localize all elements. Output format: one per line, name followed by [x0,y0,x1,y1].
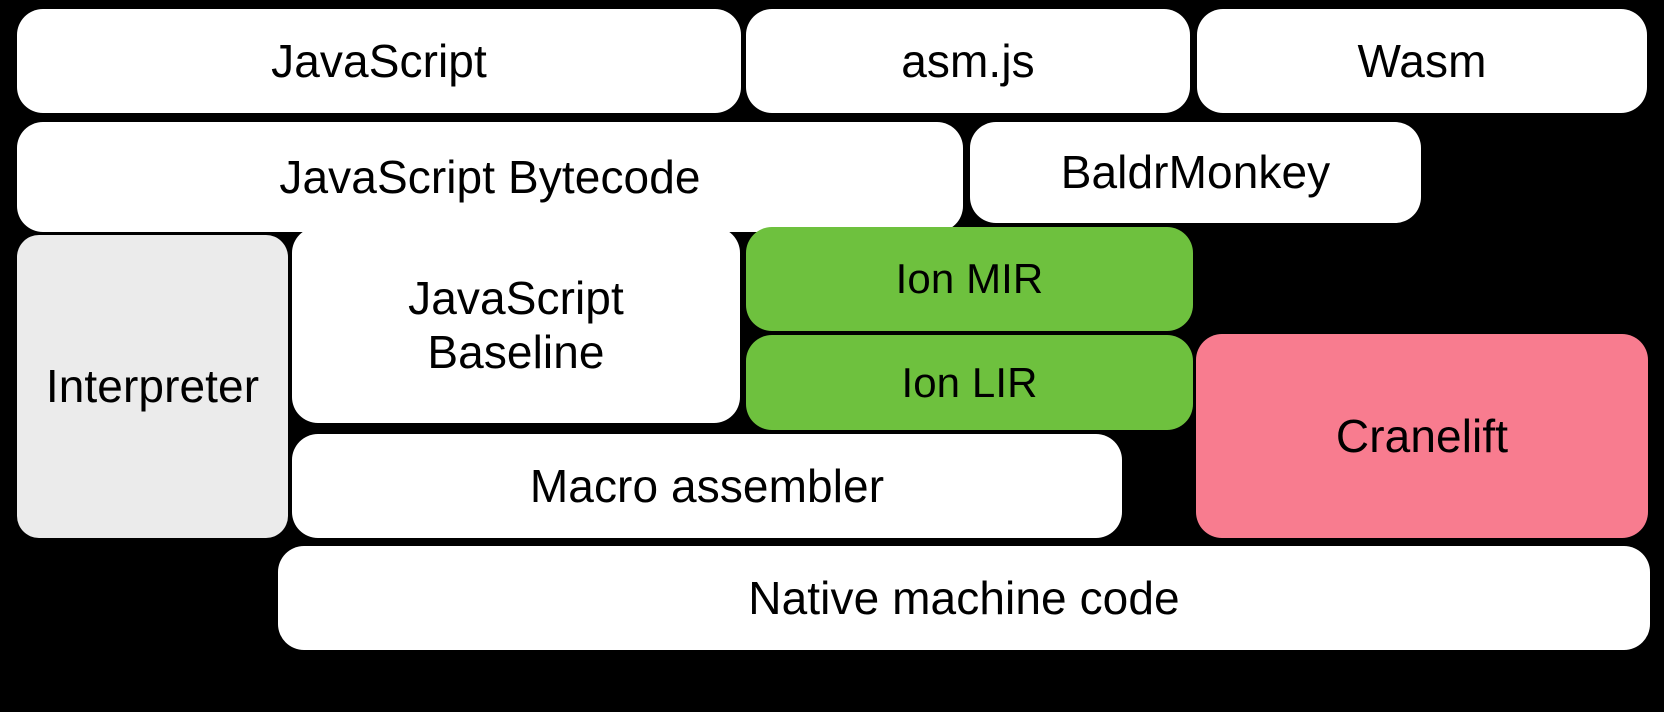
node-javascript[interactable]: JavaScript [17,9,741,113]
node-javascript-baseline[interactable]: JavaScript Baseline [292,227,740,423]
node-baldrmonkey[interactable]: BaldrMonkey [970,122,1421,223]
node-interpreter[interactable]: Interpreter [17,235,288,538]
node-ion-mir[interactable]: Ion MIR [746,227,1193,331]
node-wasm[interactable]: Wasm [1197,9,1647,113]
node-macro-assembler[interactable]: Macro assembler [292,434,1122,538]
node-native-machine-code[interactable]: Native machine code [278,546,1650,650]
node-javascript-bytecode[interactable]: JavaScript Bytecode [17,122,963,232]
node-cranelift[interactable]: Cranelift [1196,334,1648,538]
node-asm-js[interactable]: asm.js [746,9,1190,113]
node-ion-lir[interactable]: Ion LIR [746,335,1193,430]
